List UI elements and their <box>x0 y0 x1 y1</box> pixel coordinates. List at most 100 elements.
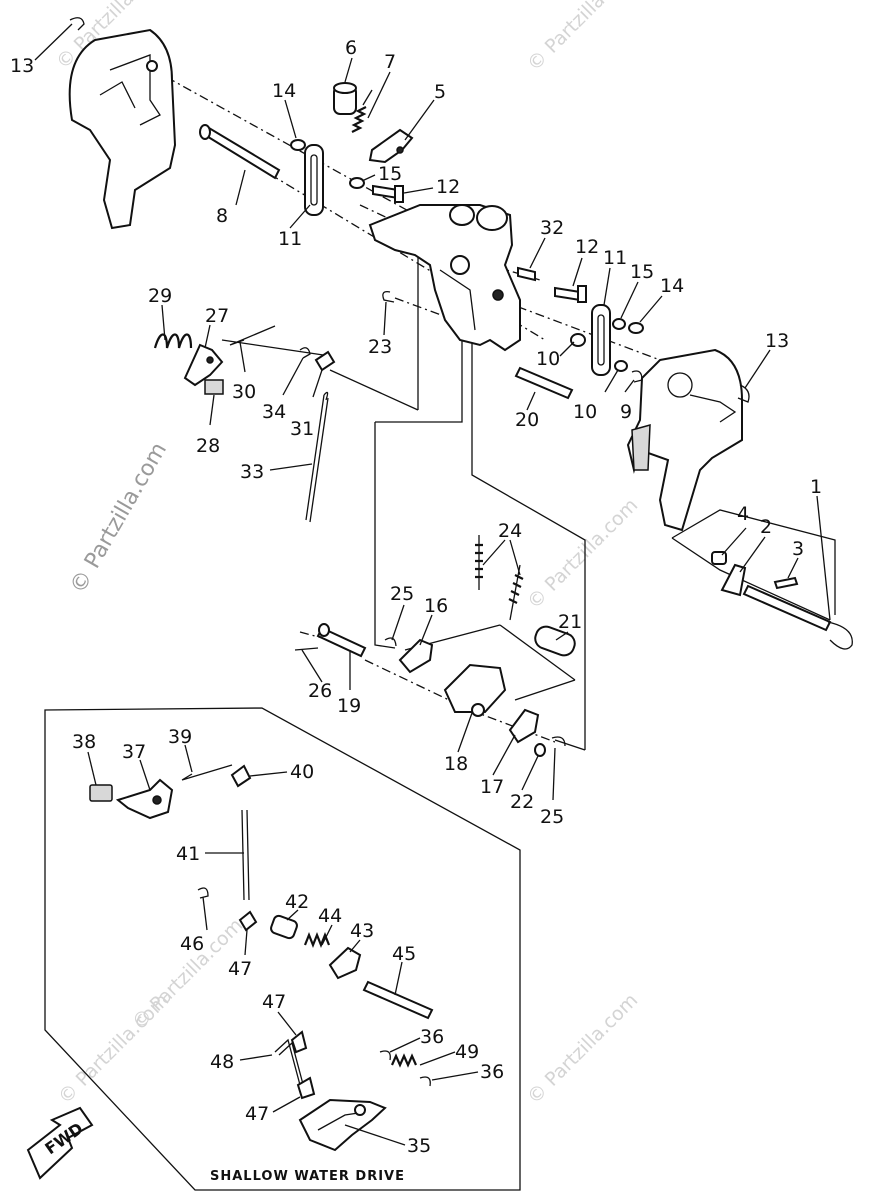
washer-14a <box>290 139 306 151</box>
callout-13: 13 <box>765 330 789 352</box>
callout-5: 5 <box>434 81 446 103</box>
watermark: © Partzilla.com <box>523 494 642 613</box>
rod-41 <box>241 809 250 901</box>
callout-24: 24 <box>498 520 522 542</box>
washer-22 <box>534 743 546 757</box>
clip-46 <box>197 887 209 899</box>
clip-36a <box>379 1050 391 1061</box>
lever-27 <box>183 343 224 387</box>
clamp-bracket-right <box>626 348 743 532</box>
shaft-45 <box>362 980 434 1020</box>
callout-17: 17 <box>480 776 504 798</box>
callout-23: 23 <box>368 336 392 358</box>
clip-23 <box>382 291 395 303</box>
callout-25: 25 <box>540 806 564 828</box>
clip-25b <box>551 736 566 747</box>
lever-1 <box>742 584 853 650</box>
callout-13: 13 <box>10 55 34 77</box>
callout-9: 9 <box>620 401 632 423</box>
callout-25: 25 <box>390 583 414 605</box>
arm-16 <box>398 638 434 674</box>
rod-48 <box>274 1038 305 1089</box>
callout-10: 10 <box>536 348 560 370</box>
callout-40: 40 <box>290 761 314 783</box>
callout-30: 30 <box>232 381 256 403</box>
callout-12: 12 <box>436 176 460 198</box>
clip-34 <box>299 347 311 359</box>
spring-24a <box>475 535 483 590</box>
callout-4: 4 <box>737 503 749 525</box>
lever-35 <box>298 1098 387 1152</box>
callout-44: 44 <box>318 905 342 927</box>
arm-43 <box>328 946 362 980</box>
callout-2: 2 <box>760 516 772 538</box>
callout-20: 20 <box>515 409 539 431</box>
callout-18: 18 <box>444 753 468 775</box>
swivel-bracket <box>368 204 521 352</box>
callout-11: 11 <box>278 228 302 250</box>
fwd-arrow: FWD <box>26 1106 94 1180</box>
callout-19: 19 <box>337 695 361 717</box>
plate-11a <box>304 144 324 216</box>
shallow-water-drive-inset: SHALLOW WATER DRIVE <box>44 707 521 1191</box>
inset-caption: SHALLOW WATER DRIVE <box>210 1169 405 1184</box>
watermark: © Partzilla.com <box>523 989 642 1108</box>
callout-22: 22 <box>510 791 534 813</box>
clamp-bracket-left <box>68 28 177 230</box>
callout-15: 15 <box>378 163 402 185</box>
arm-17 <box>508 708 540 744</box>
cam-40 <box>230 764 252 788</box>
callout-14: 14 <box>272 80 296 102</box>
callout-45: 45 <box>392 943 416 965</box>
callout-6: 6 <box>345 37 357 59</box>
callout-39: 39 <box>168 726 192 748</box>
callout-1: 1 <box>810 476 822 498</box>
shaft-8 <box>199 124 281 180</box>
callout-27: 27 <box>205 305 229 327</box>
rod-33 <box>305 391 329 523</box>
callout-31: 31 <box>290 418 314 440</box>
washer-15a <box>349 177 365 189</box>
callout-43: 43 <box>350 920 374 942</box>
plate-11b <box>591 304 611 376</box>
callout-34: 34 <box>262 401 286 423</box>
callout-36: 36 <box>480 1061 504 1083</box>
bolt-32 <box>517 266 536 282</box>
bolt-12b <box>554 285 587 303</box>
spring-39 <box>181 764 233 781</box>
clip-36b <box>419 1076 431 1087</box>
watermark: © Partzilla.com <box>54 989 173 1108</box>
spring-49 <box>390 1053 418 1068</box>
callout-47: 47 <box>245 1103 269 1125</box>
washer-14b <box>628 322 644 334</box>
callout-47: 47 <box>262 991 286 1013</box>
spring-30 <box>229 325 276 346</box>
clip-9 <box>631 370 643 383</box>
callout-48: 48 <box>210 1051 234 1073</box>
callout-10: 10 <box>573 401 597 423</box>
callout-26: 26 <box>308 680 332 702</box>
block-28 <box>204 379 224 395</box>
clip-47b <box>290 1030 308 1054</box>
pin-19 <box>316 623 367 658</box>
spring-7 <box>351 89 373 133</box>
callout-37: 37 <box>122 741 146 763</box>
shaft-20 <box>514 366 574 400</box>
clip-47c <box>296 1076 316 1100</box>
pin-3 <box>773 576 799 590</box>
callout-3: 3 <box>792 538 804 560</box>
callout-49: 49 <box>455 1041 479 1063</box>
callout-lines <box>34 23 831 1146</box>
callout-12: 12 <box>575 236 599 258</box>
callout-21: 21 <box>558 611 582 633</box>
block-38 <box>89 784 113 802</box>
watermark-main: © Partzilla.com <box>66 438 173 598</box>
callout-38: 38 <box>72 731 96 753</box>
clip-13a <box>69 17 85 31</box>
lever-5 <box>368 128 414 164</box>
cotter-pin-26 <box>294 647 319 651</box>
link-18 <box>443 663 507 717</box>
callout-41: 41 <box>176 843 200 865</box>
spring-29 <box>153 333 193 349</box>
collar-6 <box>333 82 357 115</box>
